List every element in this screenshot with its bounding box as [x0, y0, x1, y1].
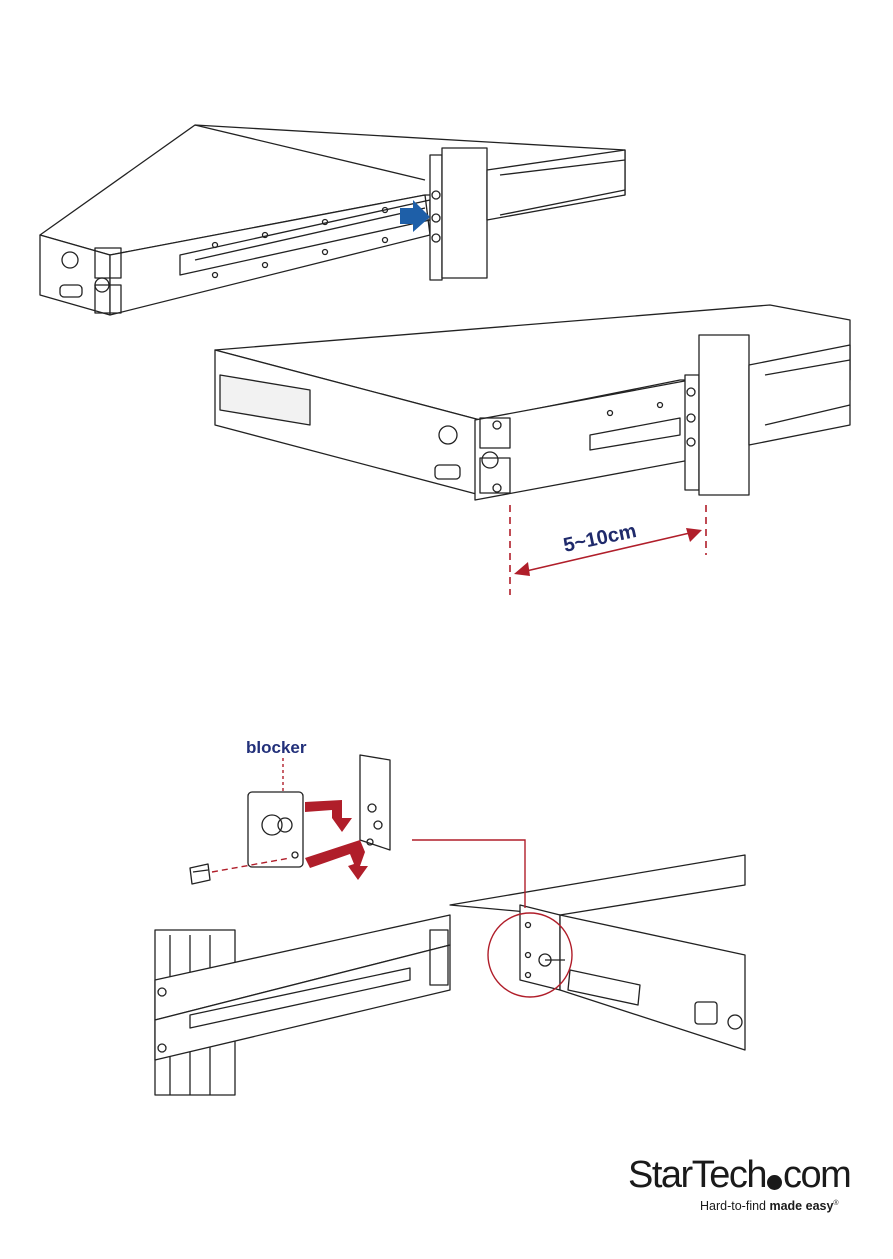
blocker-bracket-illustration [150, 730, 750, 1100]
logo-name-part1: StarTech [628, 1154, 766, 1196]
blocker-label: blocker [246, 738, 306, 758]
rack-rail-insert-illustration [35, 120, 635, 325]
logo-name-part2: com [783, 1154, 850, 1196]
registered-mark: ® [833, 1200, 838, 1207]
logo-tagline: Hard-to-find made easy® [700, 1199, 839, 1213]
logo-dot-icon [767, 1175, 782, 1190]
gap-dimension-label: 5~10cm [561, 520, 638, 557]
tagline-regular: Hard-to-find [700, 1199, 769, 1213]
rail-gap-illustration: 5~10cm [210, 300, 860, 600]
startech-logo: StarTech com Hard-to-find made easy® [628, 1155, 858, 1225]
logo-wordmark: StarTech com [628, 1155, 850, 1195]
tagline-bold: made easy [769, 1199, 833, 1213]
